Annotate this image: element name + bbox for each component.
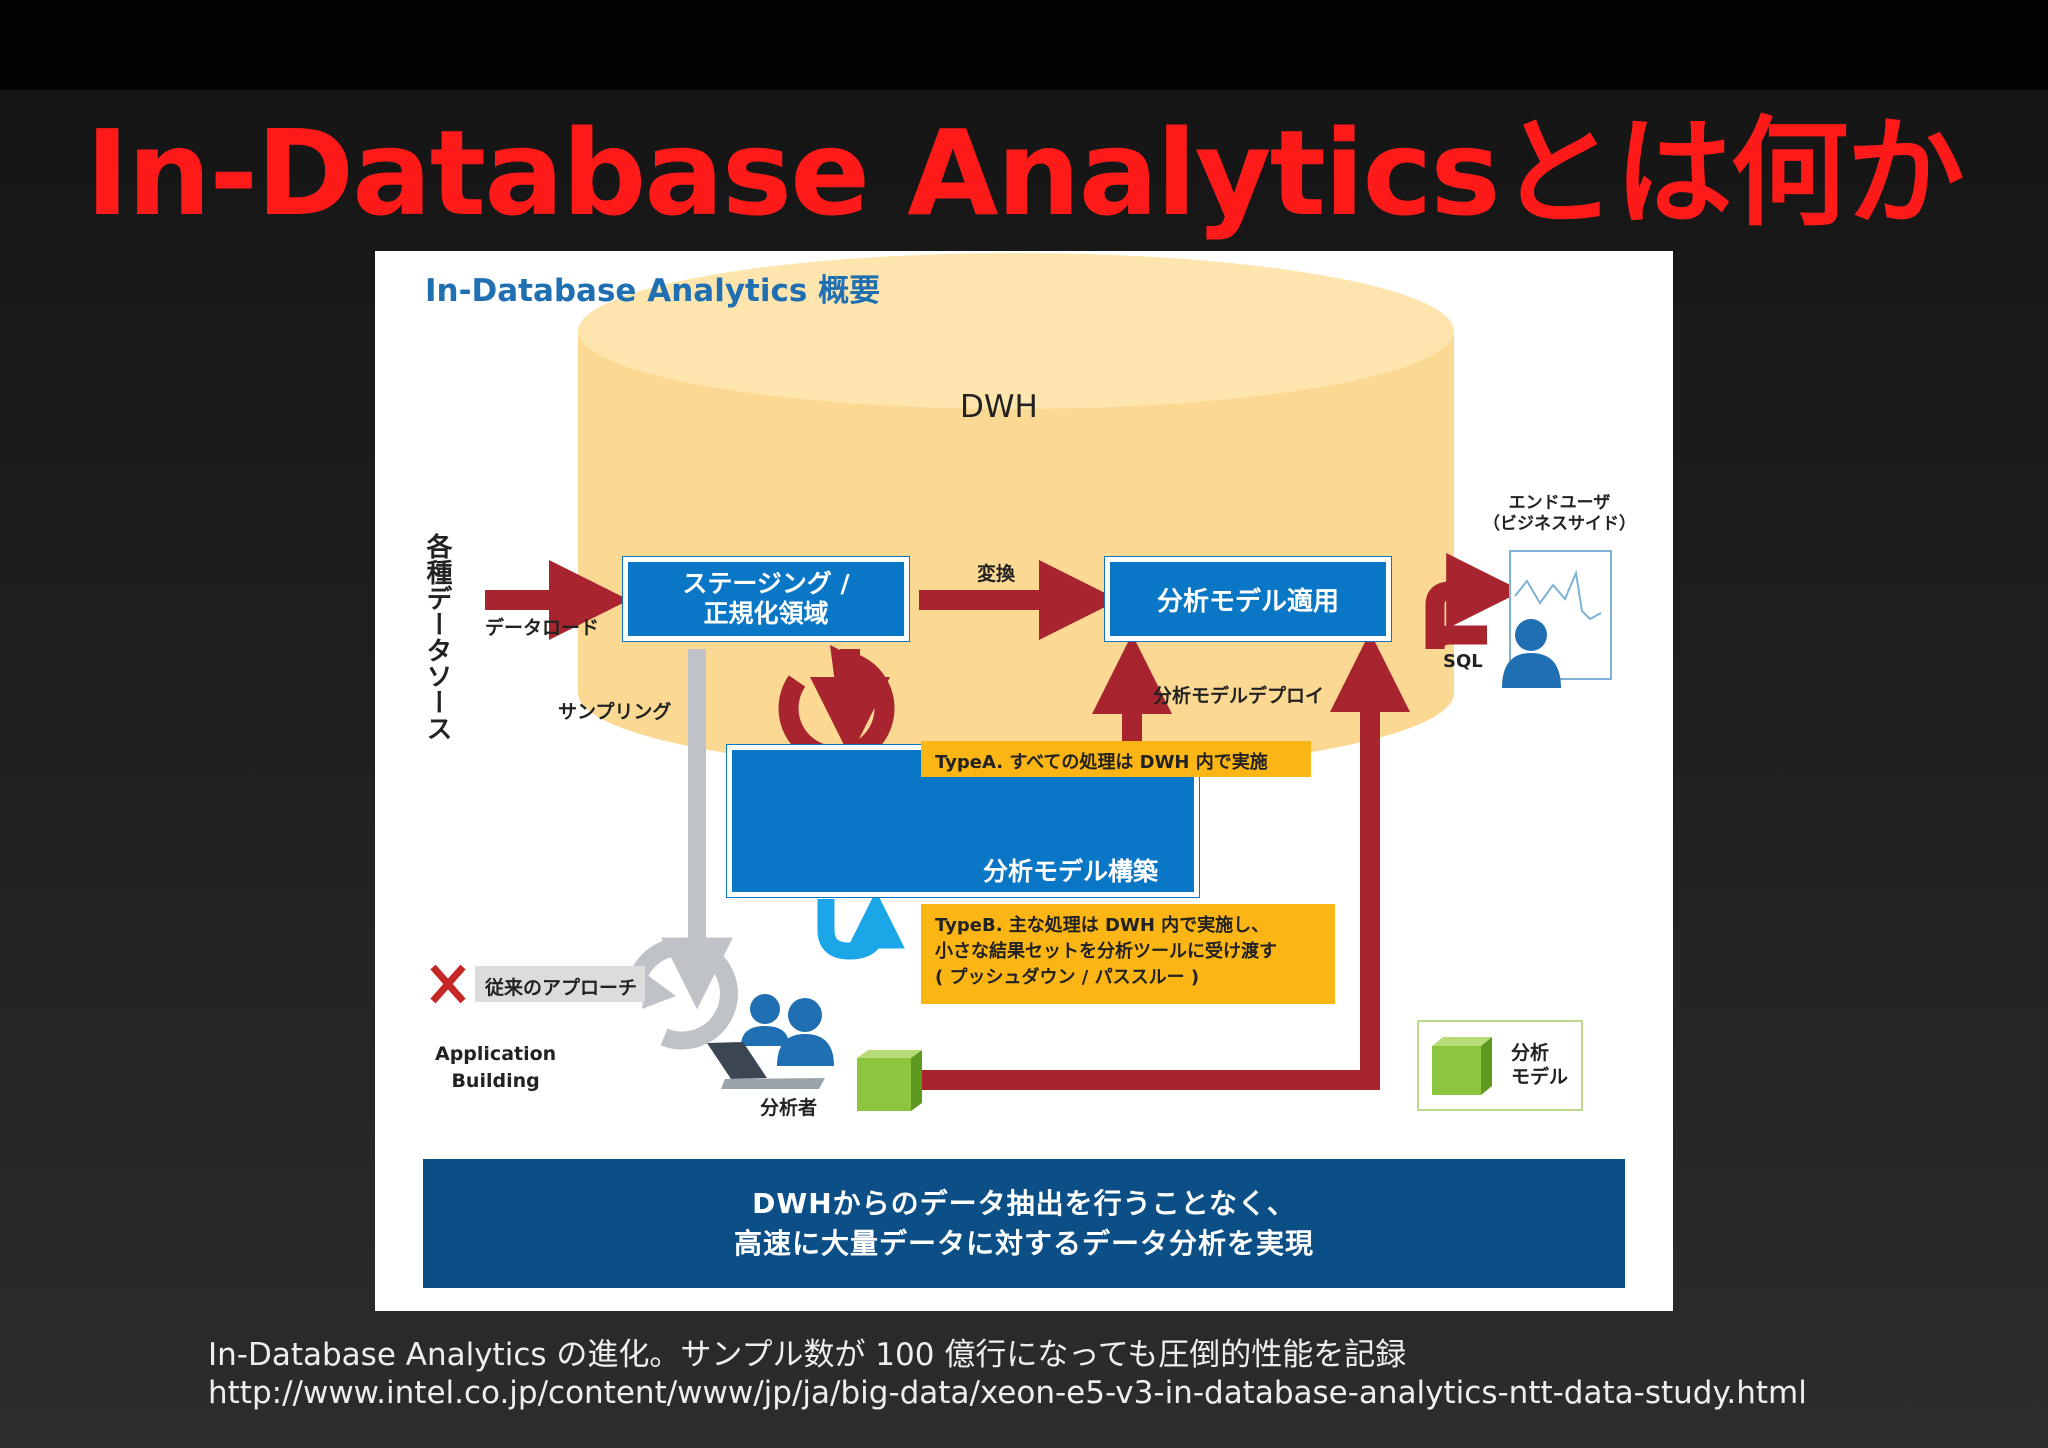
typeb-line3: ( プッシュダウン / パススルー ) xyxy=(935,967,1200,988)
legacy-cycle-arrowhead xyxy=(642,974,676,1009)
legacy-label: 従来のアプローチ xyxy=(485,977,638,999)
laptop-icon xyxy=(707,1042,825,1089)
diagram-graphics xyxy=(430,253,1612,1111)
enduser-line1: エンドユーザ xyxy=(1508,493,1611,513)
appbuild-line1: Application xyxy=(435,1043,557,1065)
diagram-heading: In-Database Analytics 概要 xyxy=(425,273,881,309)
source-label: 各種データソース xyxy=(422,533,452,741)
enduser-person-icon xyxy=(1502,619,1561,688)
typea-note: TypeA. すべての処理は DWH 内で実施 xyxy=(921,741,1311,777)
banner-line1: DWHからのデータ抽出を行うことなく、 xyxy=(752,1186,1296,1220)
typeb-line1: TypeB. 主な処理は DWH 内で実施し、 xyxy=(935,915,1270,936)
analyst-people-icon xyxy=(741,994,834,1066)
legacy-cycle-arrow xyxy=(626,937,738,1050)
caption-line1: In-Database Analytics の進化。サンプル数が 100 億行に… xyxy=(208,1337,1407,1373)
sampling-label: サンプリング xyxy=(558,701,672,723)
legend-line2: モデル xyxy=(1511,1066,1569,1088)
dataload-label: データロード xyxy=(485,617,600,639)
appbuild-label: Application Building xyxy=(435,1041,556,1095)
deploy-label: 分析モデルデプロイ xyxy=(1153,685,1325,707)
caption-url: http://www.intel.co.jp/content/www/jp/ja… xyxy=(208,1375,1807,1411)
model-build-label: 分析モデル構築 xyxy=(983,857,1159,886)
analyst-return-arrow xyxy=(915,632,1410,1090)
analyst-label: 分析者 xyxy=(760,1097,818,1119)
typea-label: TypeA. すべての処理は DWH 内で実施 xyxy=(935,752,1268,773)
staging-line1: ステージング / xyxy=(682,569,850,598)
legend-line1: 分析 xyxy=(1511,1042,1550,1064)
staging-line2: 正規化領域 xyxy=(703,599,829,628)
model-apply-label: 分析モデル適用 xyxy=(1156,586,1339,617)
diagram-panel: In-Database Analytics 概要 DWH 各種データソース デー… xyxy=(375,251,1673,1311)
typeb-return-arrow xyxy=(817,890,905,960)
top-band xyxy=(0,0,2048,90)
model-cube-analyst xyxy=(857,1050,922,1111)
enduser-line2: （ビジネスサイド） xyxy=(1483,514,1636,534)
sql-loop-arrow xyxy=(1425,553,1523,650)
typeb-note: TypeB. 主な処理は DWH 内で実施し、 小さな結果セットを分析ツールに受… xyxy=(921,904,1335,1004)
banner-line2: 高速に大量データに対するデータ分析を実現 xyxy=(733,1226,1314,1260)
summary-banner: DWHからのデータ抽出を行うことなく、 高速に大量データに対するデータ分析を実現 xyxy=(423,1159,1625,1288)
dwh-cylinder xyxy=(578,253,1454,773)
dwh-label: DWH xyxy=(960,389,1038,425)
legend-cube-icon xyxy=(1432,1037,1492,1095)
legacy-label-bg xyxy=(475,966,645,1002)
model-apply-box: 分析モデル適用 xyxy=(1105,557,1391,641)
build-cycle-arrowhead xyxy=(830,645,866,683)
sql-label: SQL xyxy=(1443,651,1483,672)
staging-box: ステージング / 正規化領域 xyxy=(623,557,909,641)
convert-label: 変換 xyxy=(977,563,1016,585)
slide-caption: In-Database Analytics の進化。サンプル数が 100 億行に… xyxy=(208,1336,1807,1412)
slide-title: In-Database Analyticsとは何か xyxy=(85,104,1964,242)
enduser-label: エンドユーザ （ビジネスサイド） xyxy=(1483,493,1636,535)
typeb-line2: 小さな結果セットを分析ツールに受け渡す xyxy=(935,941,1277,962)
appbuild-line2: Building xyxy=(451,1070,540,1092)
legend-label: 分析 モデル xyxy=(1511,1041,1568,1089)
red-x-icon xyxy=(430,964,466,1004)
